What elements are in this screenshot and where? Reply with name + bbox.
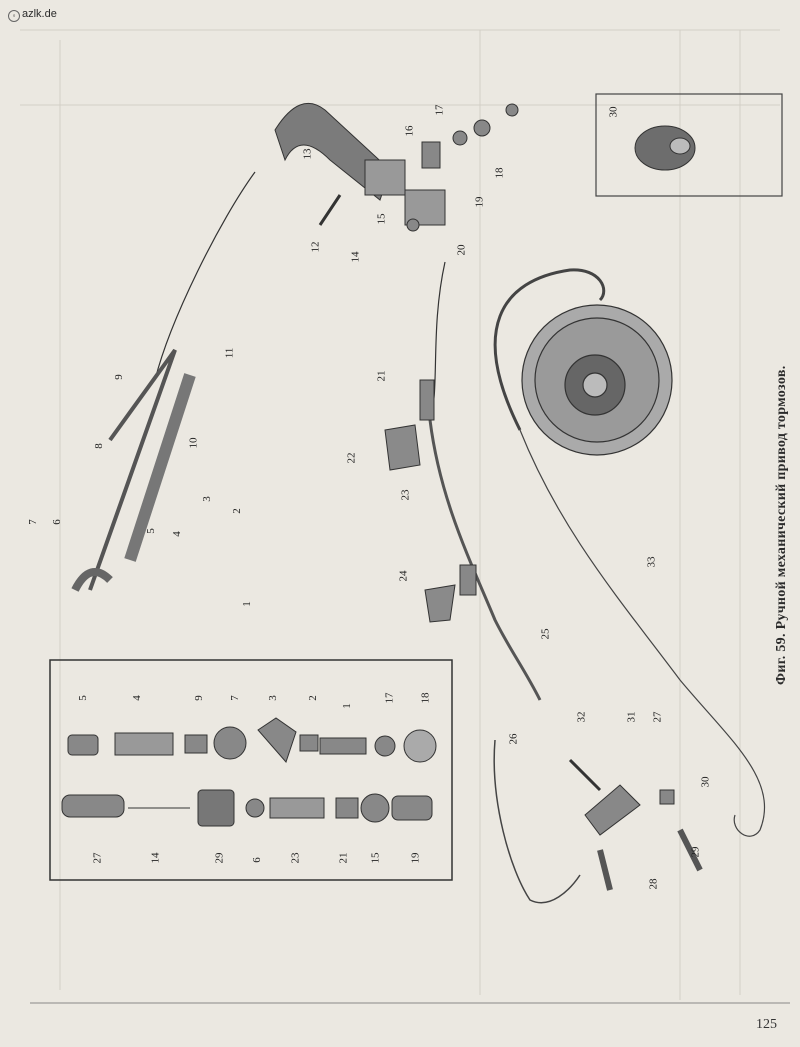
inset-callout-21: 21 bbox=[337, 852, 350, 864]
inset-callout-15: 15 bbox=[369, 852, 382, 864]
callout-12: 12 bbox=[309, 241, 322, 253]
watermark-text: azlk.de bbox=[22, 8, 57, 20]
callout-18: 18 bbox=[493, 167, 506, 179]
page-number: 125 bbox=[756, 1017, 777, 1032]
inset-callout-27: 27 bbox=[91, 852, 104, 864]
inset-callout-29: 29 bbox=[213, 852, 226, 864]
callout-8: 8 bbox=[92, 443, 105, 449]
inset-callout-14: 14 bbox=[149, 852, 162, 864]
inset-box-parts bbox=[49, 659, 453, 881]
hand-lever-assembly bbox=[71, 171, 256, 592]
figure-caption: Фиг. 59. Ручной механический привод торм… bbox=[774, 365, 789, 686]
inset-callout-5: 5 bbox=[76, 695, 89, 701]
inset-parts-top-row bbox=[67, 717, 437, 763]
inset-callout-7: 7 bbox=[228, 695, 241, 701]
callout-13: 13 bbox=[301, 148, 314, 160]
callout-15: 15 bbox=[375, 213, 388, 225]
callout-20: 20 bbox=[455, 244, 468, 256]
inset-callout-6: 6 bbox=[250, 857, 263, 863]
callout-7: 7 bbox=[26, 519, 39, 525]
inset-parts-bottom-row bbox=[61, 789, 433, 827]
callout-17: 17 bbox=[433, 104, 446, 116]
callout-31: 31 bbox=[625, 711, 638, 723]
inset-callout-1: 1 bbox=[340, 703, 353, 709]
inset-callout-18: 18 bbox=[419, 692, 432, 704]
callout-27: 27 bbox=[651, 711, 664, 723]
inset-callout-9: 9 bbox=[192, 695, 205, 701]
callout-6: 6 bbox=[50, 519, 63, 525]
bracket-22-24 bbox=[384, 424, 456, 623]
callout-3: 3 bbox=[200, 496, 213, 502]
callout-9: 9 bbox=[112, 374, 125, 380]
background-text bbox=[20, 29, 780, 1000]
callout-19: 19 bbox=[473, 196, 486, 208]
callout-33: 33 bbox=[645, 556, 658, 568]
callout-5: 5 bbox=[144, 528, 157, 534]
small-parts-top bbox=[318, 103, 519, 232]
callout-14: 14 bbox=[349, 251, 362, 263]
inset-callout-19: 19 bbox=[409, 852, 422, 864]
callout-32: 32 bbox=[575, 711, 588, 723]
cable-26 bbox=[493, 739, 581, 904]
callout-2: 2 bbox=[230, 508, 243, 514]
globe-icon: ◦ bbox=[8, 10, 20, 22]
callout-21: 21 bbox=[375, 370, 388, 382]
cable-33 bbox=[493, 268, 766, 837]
callout-29: 29 bbox=[689, 846, 702, 858]
inset-callout-2: 2 bbox=[306, 695, 319, 701]
inset-callout-23: 23 bbox=[289, 852, 302, 864]
callout-1: 1 bbox=[240, 601, 253, 607]
inset-box-part-30 bbox=[595, 93, 783, 197]
inset-callout-17: 17 bbox=[383, 692, 396, 704]
cable-25 bbox=[419, 261, 542, 701]
inset-callout-3: 3 bbox=[266, 695, 279, 701]
callout-11: 11 bbox=[223, 347, 236, 359]
inset-callout-4: 4 bbox=[130, 695, 143, 701]
callout-25: 25 bbox=[539, 628, 552, 640]
callout-10: 10 bbox=[187, 437, 200, 449]
watermark[interactable]: ◦azlk.de bbox=[8, 8, 57, 22]
callout-26: 26 bbox=[507, 733, 520, 745]
callout-16: 16 bbox=[403, 125, 416, 137]
inset-callout-30: 30 bbox=[607, 106, 620, 118]
bracket-13 bbox=[274, 102, 406, 201]
callout-30: 30 bbox=[699, 776, 712, 788]
callout-22: 22 bbox=[345, 452, 358, 464]
rear-lever-and-springs bbox=[568, 758, 703, 891]
callout-24: 24 bbox=[397, 570, 410, 582]
brake-drum bbox=[521, 304, 673, 456]
callout-4: 4 bbox=[170, 531, 183, 537]
callout-28: 28 bbox=[647, 878, 660, 890]
part-30-nut bbox=[634, 125, 696, 171]
callout-23: 23 bbox=[399, 489, 412, 501]
